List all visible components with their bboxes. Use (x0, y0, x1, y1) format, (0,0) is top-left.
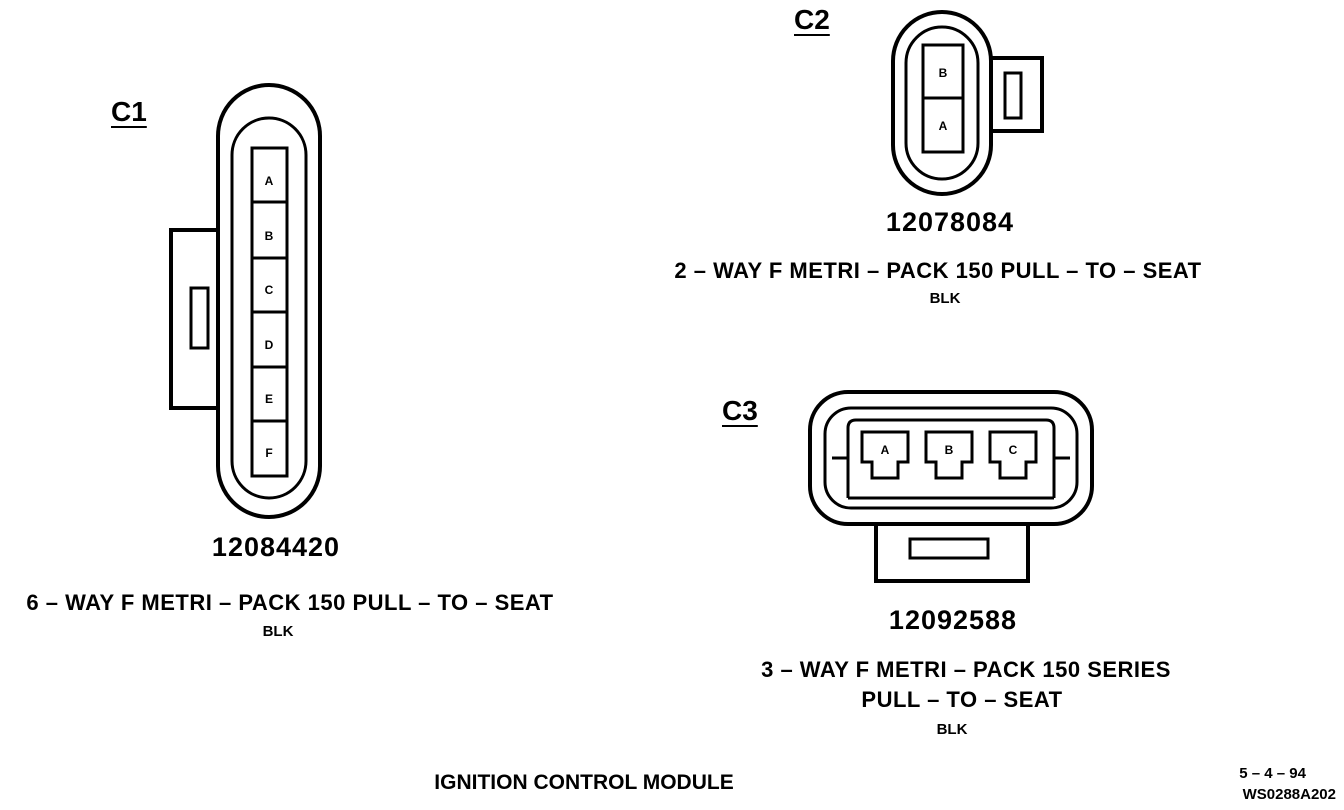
c1-latch-slot (189, 286, 210, 350)
c2-description: 2 – WAY F METRI – PACK 150 PULL – TO – S… (674, 258, 1202, 283)
c2-outer-shell (891, 10, 993, 196)
c1-outer-shell (216, 83, 322, 519)
c2-latch-tab (983, 56, 1044, 133)
c3-terminal-b (924, 430, 974, 480)
c3-terminal-c (988, 430, 1038, 480)
c1-inner-shell (230, 116, 308, 500)
c2-inner-shell (904, 25, 980, 181)
c3-outer-shell (808, 390, 1094, 526)
c1-pin-label: E (265, 392, 273, 406)
c1-connector-id: C1 (111, 96, 147, 127)
c1-part-number: 12084420 (211, 532, 341, 562)
c1-description: 6 – WAY F METRI – PACK 150 PULL – TO – S… (26, 590, 554, 615)
c3-pin-label: B (945, 443, 954, 457)
c1-pin-label: A (265, 174, 274, 188)
c3-description-line1: 3 – WAY F METRI – PACK 150 SERIES (761, 657, 1171, 682)
c3-connector-id: C3 (722, 395, 758, 426)
c3-connector (808, 390, 1094, 583)
c2-wire-color: BLK (929, 290, 961, 307)
c3-latch-tab (874, 521, 1030, 583)
revision-date: 5 – 4 – 94 (1239, 765, 1306, 782)
c3-description-line2: PULL – TO – SEAT (861, 687, 1063, 712)
c3-part-number: 12092588 (888, 605, 1018, 635)
c1-pin-label: F (265, 446, 272, 460)
c1-wire-color: BLK (262, 623, 294, 640)
c2-connector (891, 10, 1044, 196)
c3-terminal-a (860, 430, 910, 480)
c3-pin-label: A (881, 443, 890, 457)
figure-code: WS0288A202 (1242, 786, 1336, 803)
diagram-title: IGNITION CONTROL MODULE (434, 771, 734, 794)
c1-pin-label: B (265, 229, 274, 243)
c3-pin-label: C (1009, 443, 1018, 457)
c3-pin-housing (832, 418, 1070, 460)
c2-part-number: 12078084 (885, 207, 1015, 237)
c2-pin-label: A (939, 119, 948, 133)
c1-pin-label: D (265, 338, 274, 352)
c2-connector-id: C2 (794, 4, 830, 35)
c3-inner-shell (823, 406, 1079, 510)
c3-latch-slot (908, 537, 990, 560)
c3-wire-color: BLK (936, 721, 968, 738)
c1-pin-label: C (265, 283, 274, 297)
c2-pin-label: B (939, 66, 948, 80)
c2-latch-slot (1003, 71, 1023, 120)
c1-connector (169, 83, 322, 519)
c1-latch-tab (169, 228, 225, 410)
